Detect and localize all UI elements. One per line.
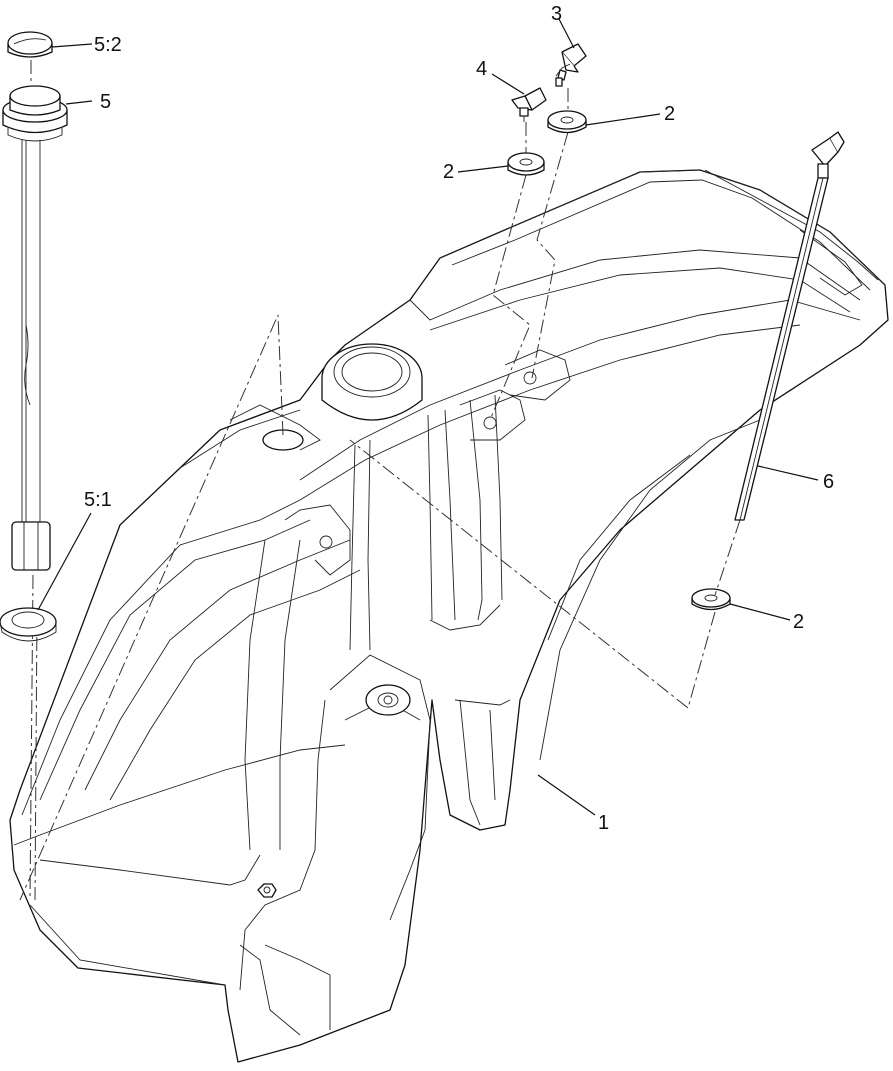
sender-cap-5-2 (7, 31, 53, 58)
callout-1: 1 (598, 812, 609, 834)
callout-2-bottom: 2 (793, 611, 804, 633)
callout-2-top-left: 2 (443, 161, 454, 183)
callout-2-top-right: 2 (664, 103, 675, 125)
elbow-fitting-3 (555, 43, 587, 87)
sender-float (11, 521, 51, 571)
washer-2-top-left (507, 152, 545, 176)
callout-leaders (37, 18, 819, 816)
fuel-sender-assembly (0, 31, 68, 642)
mount-hole-clip (319, 535, 333, 549)
hex-nut-icon (257, 883, 277, 898)
sender-grommet-5-1 (0, 607, 57, 642)
callout-5: 5 (100, 91, 111, 113)
pickup-tube-6 (714, 131, 845, 596)
sender-head-5 (2, 85, 68, 142)
callout-3: 3 (551, 3, 562, 25)
callout-5-2: 5:2 (94, 34, 122, 56)
washer-2-bottom (691, 588, 731, 611)
washer-2-top-right (547, 110, 587, 134)
filler-neck (321, 343, 423, 421)
mount-hole-tank-a (483, 416, 497, 430)
callout-4: 4 (476, 58, 487, 80)
mount-hole-tank-b (523, 371, 537, 385)
callout-6: 6 (823, 471, 834, 493)
callout-5-1: 5:1 (84, 489, 112, 511)
fuel-tank (9, 169, 889, 1063)
elbow-fitting-4 (511, 87, 547, 122)
drain-boss (365, 684, 411, 716)
